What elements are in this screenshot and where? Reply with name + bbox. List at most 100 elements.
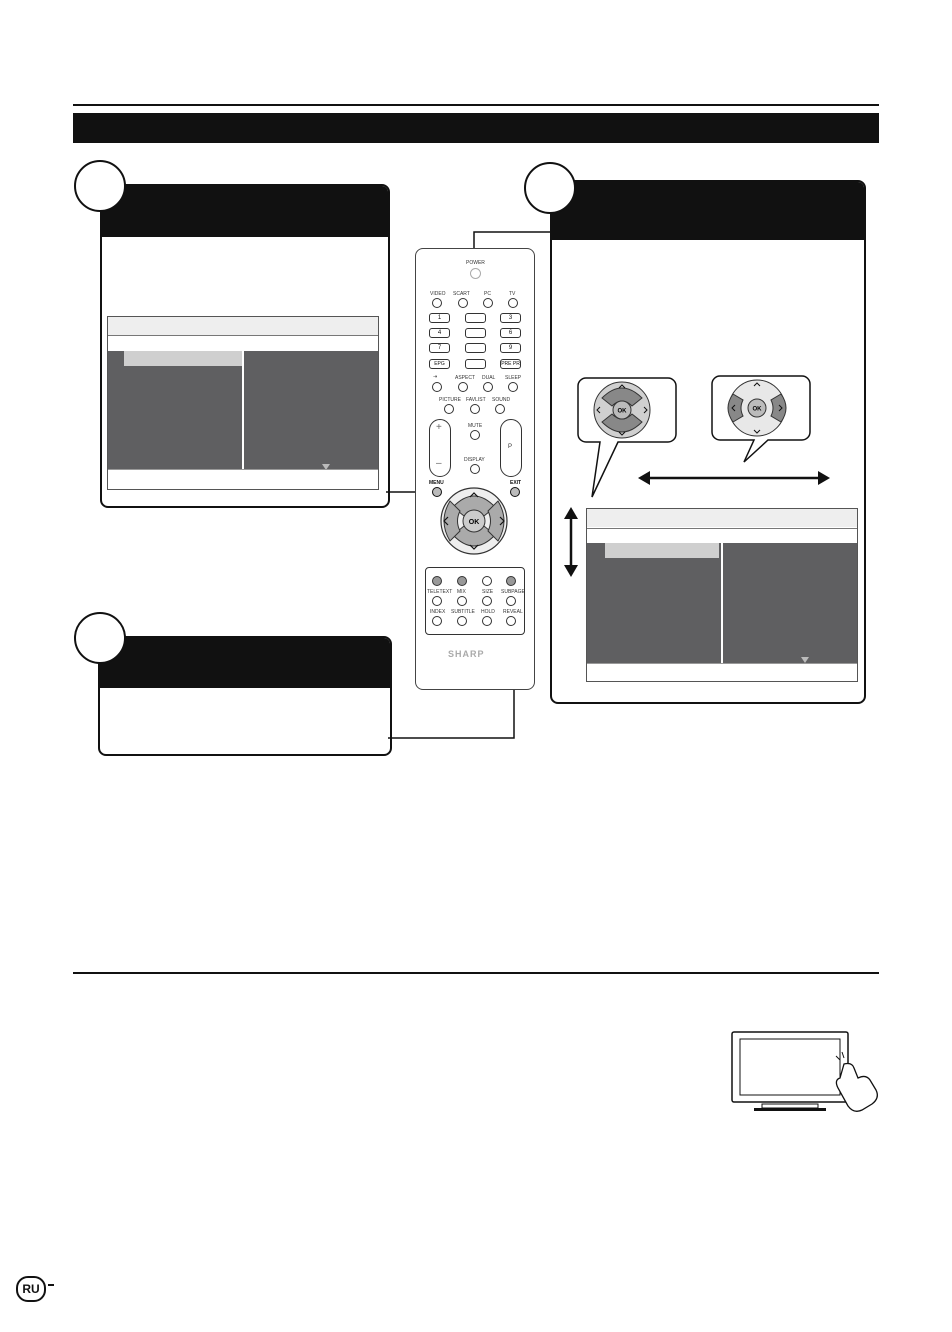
subtitle-button[interactable]	[457, 616, 467, 626]
menu-title-bar	[108, 317, 378, 335]
left-arrow-icon	[596, 406, 601, 414]
step2-header	[552, 182, 864, 240]
exit-button[interactable]	[510, 487, 520, 497]
section-divider	[73, 972, 879, 974]
size-label: SIZE	[482, 589, 494, 595]
volume-down-icon: –	[436, 458, 442, 469]
step3-panel	[98, 636, 392, 756]
blue-button[interactable]	[506, 576, 516, 586]
index-label: INDEX	[430, 609, 446, 615]
menu-selected-item[interactable]	[124, 351, 242, 366]
prepr-button[interactable]: PRE PR	[500, 359, 521, 369]
dpad-ok-text: OK	[753, 407, 763, 413]
favlist-button[interactable]	[470, 404, 480, 414]
reveal-button[interactable]	[506, 616, 516, 626]
input-button[interactable]	[432, 382, 442, 392]
brand-logo: SHARP	[448, 649, 485, 659]
key-5[interactable]	[465, 328, 486, 338]
up-arrow-icon	[753, 382, 761, 387]
reveal-label: REVEAL	[503, 609, 523, 615]
aspect-button[interactable]	[458, 382, 468, 392]
epg-button[interactable]: EPG	[429, 359, 450, 369]
input-label: ⇥	[433, 374, 438, 380]
volume-rocker[interactable]: + –	[429, 419, 451, 477]
tv-icon	[731, 1031, 878, 1112]
menu-left-pane	[587, 543, 721, 663]
double-arrow-icon	[564, 507, 578, 577]
scroll-down-icon	[801, 657, 809, 663]
key-4[interactable]: 4	[429, 328, 450, 338]
key-0[interactable]	[465, 359, 486, 369]
key-8[interactable]	[465, 343, 486, 353]
up-arrow-icon	[618, 384, 626, 389]
down-arrow-icon	[469, 544, 479, 550]
key-3[interactable]: 3	[500, 313, 521, 323]
right-arrow-icon	[499, 516, 505, 526]
down-arrow-icon	[618, 431, 626, 436]
scart-label: SCART	[453, 291, 470, 297]
menu-selected-item[interactable]	[605, 543, 719, 558]
scroll-down-icon	[322, 464, 330, 470]
key-9[interactable]: 9	[500, 343, 521, 353]
dual-button[interactable]	[483, 382, 493, 392]
pc-button[interactable]	[483, 298, 493, 308]
tv-button[interactable]	[508, 298, 518, 308]
subpage-button[interactable]	[506, 596, 516, 606]
power-label: POWER	[466, 260, 485, 266]
menu-right-pane	[723, 543, 857, 663]
menu-title-line	[587, 528, 857, 529]
display-button[interactable]	[470, 464, 480, 474]
sound-button[interactable]	[495, 404, 505, 414]
dpad-horizontal-highlight: OK	[727, 379, 787, 437]
size-button[interactable]	[482, 596, 492, 606]
menu-footer-line	[108, 469, 378, 470]
step1-panel	[100, 184, 390, 508]
step1-header	[102, 186, 388, 237]
mute-label: MUTE	[468, 423, 483, 429]
sleep-button[interactable]	[508, 382, 518, 392]
remote-dpad[interactable]: OK	[438, 487, 510, 555]
aspect-label: ASPECT	[455, 375, 476, 381]
sleep-label: SLEEP	[505, 375, 522, 381]
dual-label: DUAL	[482, 375, 496, 381]
p-label: P	[508, 444, 513, 450]
up-arrow-icon	[469, 492, 479, 498]
red-button[interactable]	[432, 576, 442, 586]
menu-footer-line	[587, 663, 857, 664]
key-2[interactable]	[465, 313, 486, 323]
mix-button[interactable]	[457, 596, 467, 606]
dpad-ok-text: OK	[618, 409, 628, 415]
subpage-label: SUBPAGE	[501, 589, 525, 595]
down-arrow-icon	[753, 429, 761, 434]
mute-button[interactable]	[470, 430, 480, 440]
menu-screen-step2	[586, 508, 858, 682]
step2-circle	[524, 162, 576, 214]
key-7[interactable]: 7	[429, 343, 450, 353]
picture-label: PICTURE	[439, 397, 461, 403]
menu-label: MENU	[429, 480, 444, 486]
key-6[interactable]: 6	[500, 328, 521, 338]
teletext-button[interactable]	[432, 596, 442, 606]
step1-circle	[74, 160, 126, 212]
hold-button[interactable]	[482, 616, 492, 626]
scart-button[interactable]	[458, 298, 468, 308]
channel-rocker[interactable]: P	[500, 419, 522, 477]
top-rule	[73, 104, 879, 106]
exit-label: EXIT	[510, 480, 522, 486]
yellow-button[interactable]	[482, 576, 492, 586]
menu-left-pane	[108, 351, 242, 469]
menu-right-pane	[244, 351, 378, 469]
left-arrow-icon	[443, 516, 449, 526]
video-button[interactable]	[432, 298, 442, 308]
power-button[interactable]	[470, 268, 481, 279]
key-1[interactable]: 1	[429, 313, 450, 323]
tv-label: TV	[509, 291, 516, 297]
menu-button[interactable]	[432, 487, 442, 497]
green-button[interactable]	[457, 576, 467, 586]
mix-label: MIX	[457, 589, 466, 595]
picture-button[interactable]	[444, 404, 454, 414]
step2-panel	[550, 180, 866, 704]
hold-label: HOLD	[481, 609, 495, 615]
teletext-label: TELETEXT	[427, 589, 453, 595]
index-button[interactable]	[432, 616, 442, 626]
